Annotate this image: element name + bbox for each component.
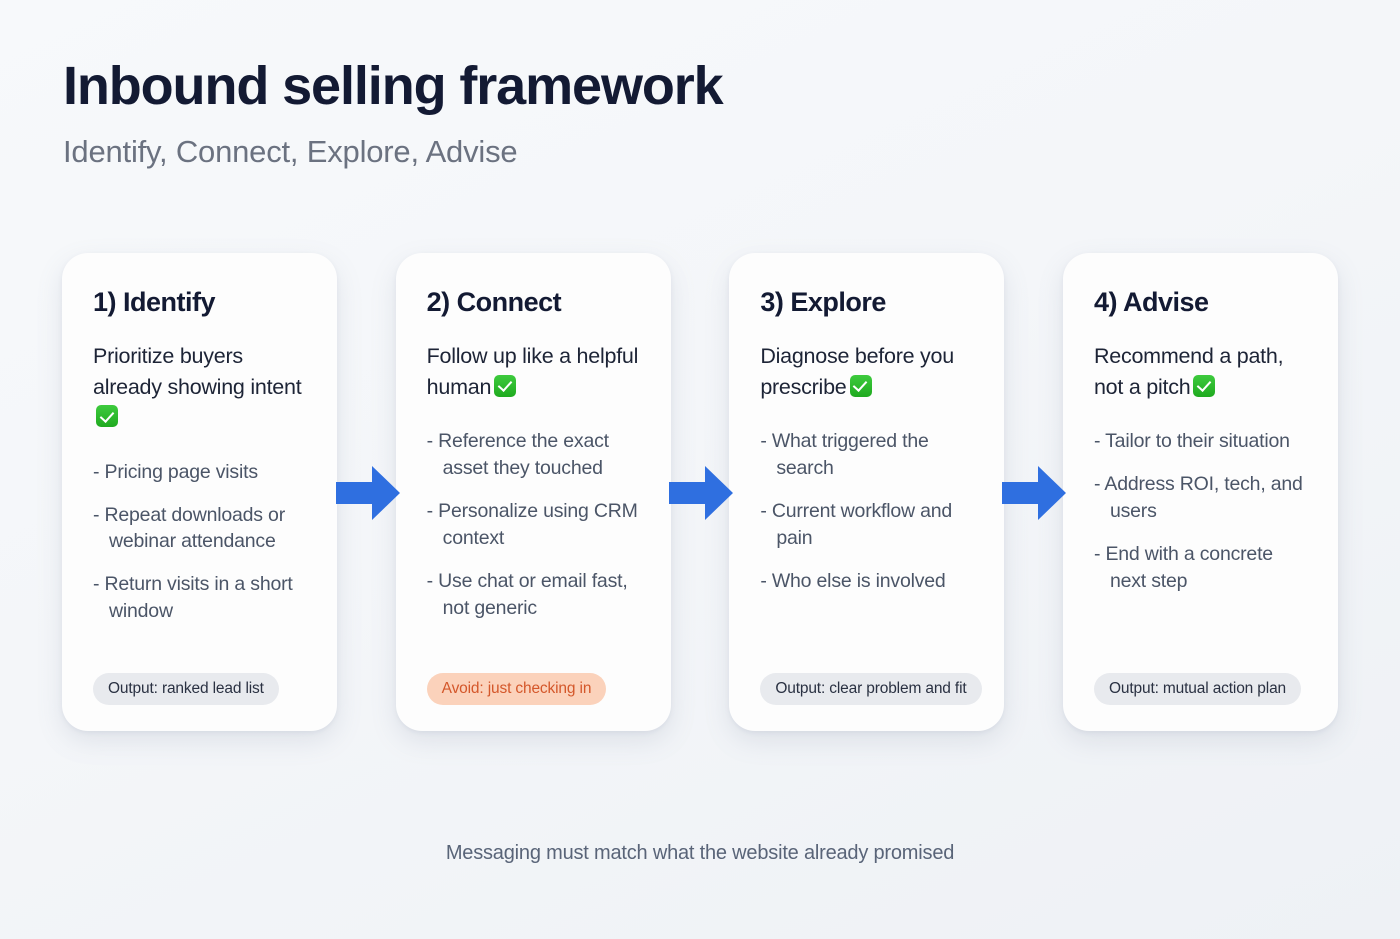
stage-card-lead: Prioritize buyers already showing intent bbox=[93, 341, 309, 433]
stage-card-bullet-list: - Tailor to their situation - Address ROI… bbox=[1094, 428, 1310, 595]
list-item: - Use chat or email fast, not generic bbox=[426, 569, 628, 619]
status-badge: Output: ranked lead list bbox=[93, 672, 279, 705]
list-item: - Pricing page visits bbox=[93, 460, 258, 483]
page-subtitle: Identify, Connect, Explore, Advise bbox=[63, 134, 518, 170]
list-item: - Reference the exact asset they touched bbox=[426, 430, 609, 479]
list-item: - Return visits in a short window bbox=[93, 573, 293, 623]
arrow-connect-to-explore bbox=[669, 464, 733, 522]
white-check-mark-icon bbox=[849, 374, 872, 397]
stage-card-bullet-list: - What triggered the search - Current wor… bbox=[760, 428, 976, 595]
list-item: - Tailor to their situation bbox=[1093, 430, 1290, 453]
card-spacer bbox=[1094, 613, 1310, 673]
stage-card-title: 2) Connect bbox=[426, 287, 562, 317]
stage-card-lead: Recommend a path, not a pitch bbox=[1094, 341, 1310, 402]
footer-note: Messaging must match what the website al… bbox=[445, 842, 955, 864]
status-badge: Output: clear problem and fit bbox=[760, 672, 982, 705]
list-item: - Address ROI, tech, and users bbox=[1093, 472, 1303, 522]
stage-card-title: 4) Advise bbox=[1093, 287, 1209, 317]
stage-card-lead-text: Diagnose before you prescribe bbox=[760, 344, 954, 399]
card-spacer bbox=[427, 640, 643, 673]
status-badge: Avoid: just checking in bbox=[426, 672, 607, 705]
list-item: - What triggered the search bbox=[760, 430, 929, 479]
stage-card-title: 3) Explore bbox=[760, 287, 886, 317]
stage-card-title: 1) Identify bbox=[93, 287, 216, 317]
stage-card-lead: Diagnose before you prescribe bbox=[760, 341, 976, 402]
card-spacer bbox=[93, 643, 309, 673]
stage-card-lead: Follow up like a helpful human bbox=[427, 341, 643, 402]
arrow-explore-to-advise bbox=[1002, 464, 1066, 522]
stage-card-lead-text: Follow up like a helpful human bbox=[426, 344, 639, 399]
stage-card-lead-text: Recommend a path, not a pitch bbox=[1093, 344, 1284, 399]
page-header: Inbound selling framework Identify, Conn… bbox=[63, 56, 1163, 170]
list-item: - End with a concrete next step bbox=[1093, 542, 1273, 592]
list-item: - Current workflow and pain bbox=[760, 499, 953, 549]
white-check-mark-icon bbox=[1193, 374, 1216, 397]
stage-card-bullet-list: - Pricing page visits - Repeat downloads … bbox=[93, 459, 309, 626]
stage-card-lead-text: Prioritize buyers already showing intent bbox=[93, 344, 302, 399]
arrow-identify-to-connect bbox=[336, 464, 400, 522]
card-spacer bbox=[760, 613, 976, 673]
page-title: Inbound selling framework bbox=[63, 56, 724, 116]
status-badge: Output: mutual action plan bbox=[1093, 672, 1302, 705]
white-check-mark-icon bbox=[494, 374, 517, 397]
list-item: - Personalize using CRM context bbox=[426, 499, 638, 549]
stage-card-bullet-list: - Reference the exact asset they touched… bbox=[427, 428, 643, 621]
white-check-mark-icon bbox=[96, 405, 118, 428]
list-item: - Who else is involved bbox=[760, 569, 946, 592]
list-item: - Repeat downloads or webinar attendance bbox=[93, 503, 285, 553]
